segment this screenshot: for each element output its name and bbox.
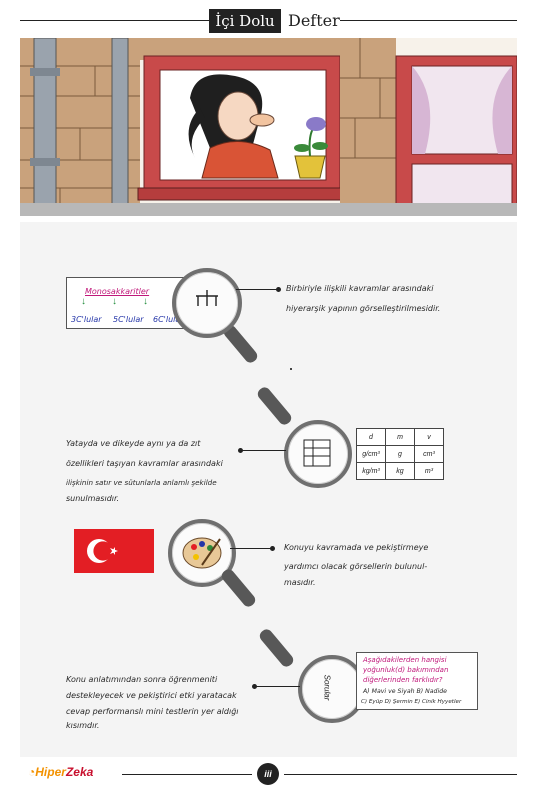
table-header-cell: m — [385, 428, 415, 446]
table-cell: g — [385, 445, 415, 463]
item4-text-line: destekleyecek ve pekiştirici etki yarata… — [66, 691, 237, 700]
item1-text-line: hiyerarşik yapının görselleştirilmesidir… — [286, 304, 441, 313]
concept-map-arrows: ↓↓↓ — [81, 296, 174, 307]
concept-map-label: 5C'lular — [113, 315, 144, 324]
item2-text-line: ilişkinin satır ve sütunlarla anlamlı şe… — [66, 478, 217, 487]
item2-text-line: özellikleri taşıyan kavramlar arasındaki — [66, 459, 223, 468]
table-cell: m³ — [414, 462, 444, 480]
header-rule-left — [20, 20, 209, 21]
concept-map-label: 3C'lular — [71, 315, 102, 324]
item3-text-line: yardımcı olacak görsellerin bulunul- — [284, 562, 428, 571]
table-cell: kg — [385, 462, 415, 480]
turkish-flag-image — [66, 525, 156, 577]
item1-text-line: Birbiriyle ilişkili kavramlar arasındaki — [286, 284, 434, 293]
concept-map-heading: Monosakkaritler — [85, 287, 150, 296]
leader-dot — [270, 546, 275, 551]
leader-dot — [238, 448, 243, 453]
item4-text-line: cevap performanslı mini testlerin yer al… — [66, 707, 239, 716]
concept-map-box: Monosakkaritler ↓↓↓ 3C'lular 5C'lular 6C… — [66, 277, 186, 329]
hierarchy-icon — [196, 290, 218, 306]
footer-rule-right — [284, 774, 517, 775]
answer-options: C) Eyüp D) Şermin E) Cinik Hyyetler — [361, 699, 462, 705]
leader-line — [236, 289, 278, 290]
table-cell: g/cm³ — [356, 445, 386, 463]
question-line: Aşağıdakilerden hangisi — [363, 656, 447, 664]
leader-line — [256, 686, 300, 687]
flag-icon — [74, 529, 154, 573]
leader-line — [230, 548, 272, 549]
logo-mark-icon: ◔ — [28, 765, 36, 779]
item2-text-line: Yatayda ve dikeyde aynı ya da zıt — [66, 439, 201, 448]
question-line: diğerlerinden farklıdır? — [363, 676, 443, 684]
flower-pot — [294, 117, 328, 179]
header-illustration — [20, 38, 517, 216]
leader-dot — [276, 287, 281, 292]
item4-text-line: kısımdır. — [66, 721, 100, 730]
table-cell: cm³ — [414, 445, 444, 463]
table-icon — [303, 439, 331, 467]
table-cell: kg/m³ — [356, 462, 386, 480]
header-tag: İçi Dolu — [209, 9, 281, 33]
questions-label: Sorular — [322, 674, 332, 701]
answer-options: A) Mavi ve Siyah B) Nadide — [363, 688, 447, 695]
item4-text-line: Konu anlatımından sonra öğrenmeniti — [66, 675, 218, 684]
palette-icon — [182, 537, 222, 569]
drain-pipe — [33, 38, 57, 216]
item2-text-line: sunulmasıdır. — [66, 494, 120, 503]
sample-question-box: Aşağıdakilerden hangisi yoğunluk(d) bakı… — [356, 652, 478, 710]
leader-line — [242, 450, 286, 451]
page-number: iii — [257, 763, 279, 785]
leader-dot — [252, 684, 257, 689]
concept-map-label: 6C'lular — [153, 315, 184, 324]
magnifier-lens: Sorular — [298, 655, 366, 723]
footer-rule-left — [122, 774, 252, 775]
header-title: Defter — [288, 11, 340, 30]
header-rule-right — [340, 20, 517, 21]
table-header-cell: v — [414, 428, 444, 446]
item3-text-line: masıdır. — [284, 578, 316, 587]
question-line: yoğunluk(d) bakımından — [363, 666, 449, 674]
table-header-cell: d — [356, 428, 386, 446]
magnifier-lens — [172, 268, 242, 338]
magnifier-lens — [284, 420, 352, 488]
illustration-window-scene — [20, 38, 517, 216]
girl-character — [188, 74, 279, 179]
brand-logo: ◔HiperZeka — [28, 765, 93, 779]
logo-text-b: Zeka — [65, 765, 94, 779]
logo-text-a: Hiper — [35, 765, 66, 779]
stray-dot — [290, 368, 292, 370]
item3-text-line: Konuyu kavramada ve pekiştirmeye — [284, 543, 429, 552]
